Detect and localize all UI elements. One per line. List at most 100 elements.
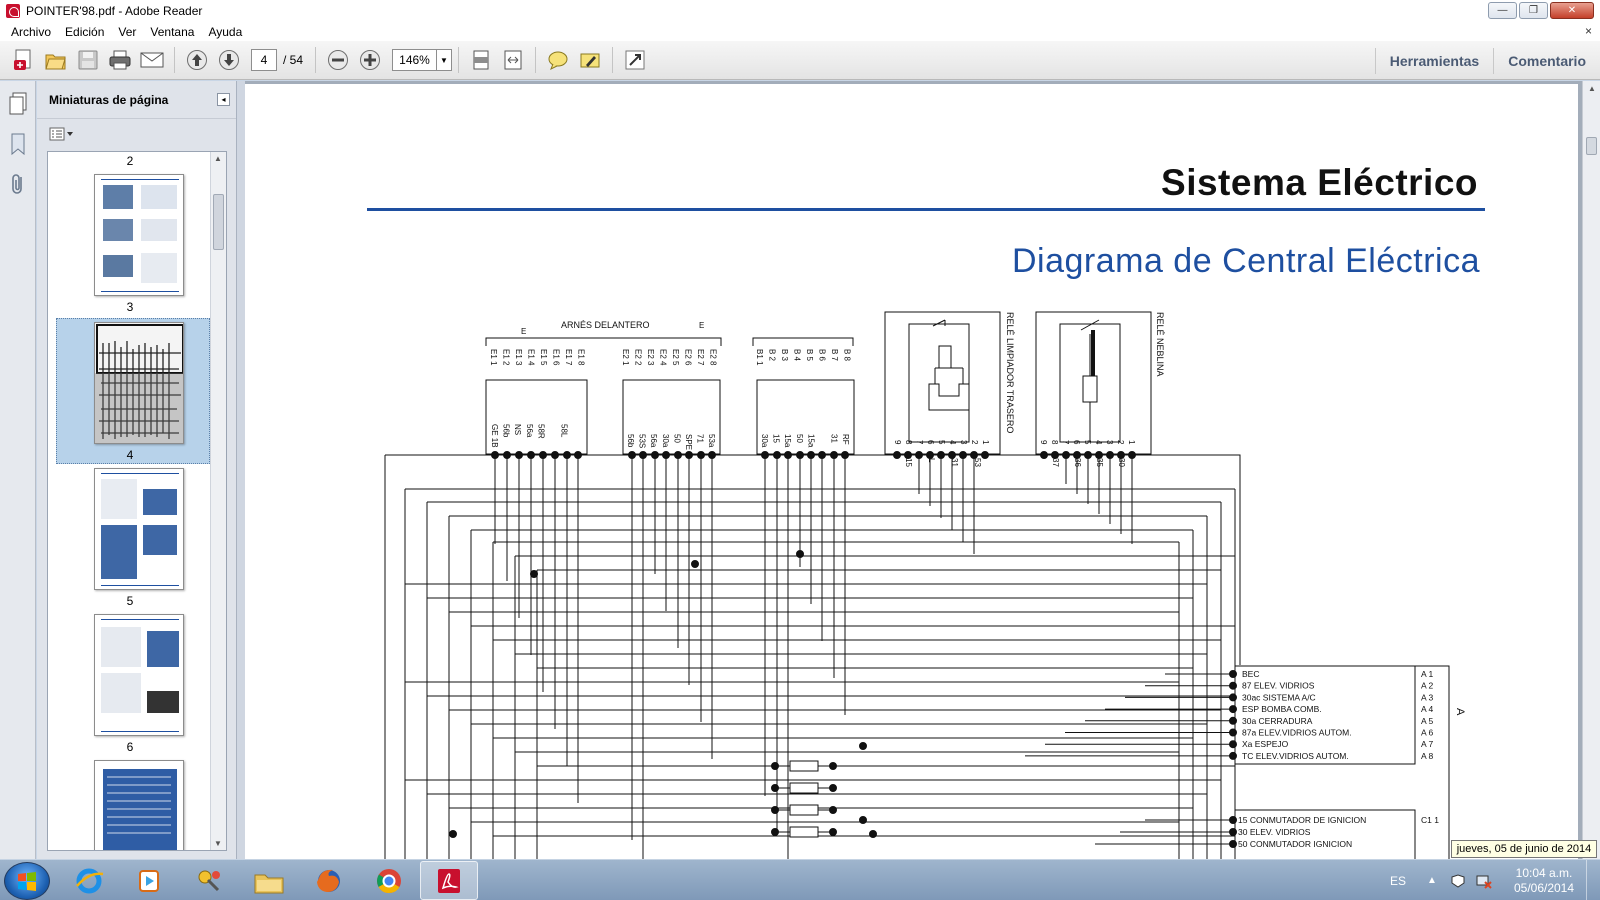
scrollbar-thumb[interactable] bbox=[1586, 137, 1597, 155]
page-number-input[interactable]: 4 bbox=[251, 49, 277, 71]
menu-bar: Archivo Edición Ver Ventana Ayuda × bbox=[0, 22, 1600, 41]
clock[interactable]: 10:04 a.m. 05/06/2014 bbox=[1502, 866, 1586, 896]
box-pin-label: 53 bbox=[973, 458, 982, 467]
print-icon[interactable] bbox=[107, 47, 133, 73]
open-icon[interactable] bbox=[43, 47, 69, 73]
bookmarks-icon[interactable] bbox=[6, 131, 30, 157]
attachments-icon[interactable] bbox=[6, 171, 30, 197]
zoom-level-input[interactable]: 146% bbox=[392, 49, 437, 71]
zoom-out-icon[interactable] bbox=[325, 47, 351, 73]
create-pdf-icon[interactable] bbox=[11, 47, 37, 73]
panel-splitter[interactable] bbox=[237, 81, 245, 859]
comment-button[interactable]: Comentario bbox=[1493, 47, 1600, 74]
fuse bbox=[789, 782, 819, 794]
box-pin-label: GE 1B bbox=[490, 424, 499, 448]
pin-label: E2 6 bbox=[684, 349, 693, 366]
document-scrollbar[interactable]: ▲ bbox=[1582, 81, 1600, 859]
fit-page-icon[interactable] bbox=[468, 47, 494, 73]
fuse-dot bbox=[771, 784, 779, 792]
show-hidden-icons-icon[interactable]: ▲ bbox=[1427, 875, 1437, 886]
zoom-dropdown-icon[interactable]: ▼ bbox=[436, 49, 453, 71]
email-icon[interactable] bbox=[139, 47, 165, 73]
pin-dot bbox=[893, 451, 901, 459]
close-button[interactable]: ✕ bbox=[1550, 2, 1594, 19]
box-pin-label: 3 bbox=[1105, 440, 1114, 445]
thumbnail-page-4[interactable] bbox=[94, 322, 184, 444]
restore-button[interactable]: ❐ bbox=[1519, 2, 1548, 19]
collapse-panel-icon[interactable]: ◂ bbox=[217, 93, 230, 106]
network-icon[interactable] bbox=[1476, 873, 1492, 889]
taskbar-explorer-icon[interactable] bbox=[240, 861, 298, 900]
tools-button[interactable]: Herramientas bbox=[1374, 47, 1494, 74]
system-tray: ES ▲ 10:04 a.m. 05/06/2014 bbox=[1390, 860, 1600, 900]
show-desktop-button[interactable] bbox=[1586, 860, 1600, 900]
fuse-dot bbox=[771, 828, 779, 836]
expand-view-icon[interactable] bbox=[622, 47, 648, 73]
language-indicator[interactable]: ES bbox=[1389, 873, 1406, 888]
thumbnail-page-7[interactable] bbox=[94, 760, 184, 850]
toolbar-right-links: Herramientas Comentario bbox=[1374, 41, 1600, 80]
menu-edicion[interactable]: Edición bbox=[65, 24, 105, 39]
thumbnail-page-3[interactable] bbox=[94, 174, 184, 296]
connector-c-row: 30 ELEV. VIDRIOS bbox=[1238, 827, 1311, 837]
comment-note-icon[interactable] bbox=[545, 47, 571, 73]
scroll-up-icon[interactable]: ▲ bbox=[1588, 84, 1596, 93]
menu-ventana[interactable]: Ventana bbox=[150, 24, 195, 39]
menu-archivo[interactable]: Archivo bbox=[11, 24, 52, 39]
zoom-in-icon[interactable] bbox=[357, 47, 383, 73]
page-thumbnails-icon[interactable] bbox=[6, 91, 30, 117]
pin-label: E1 4 bbox=[527, 349, 536, 366]
options-menu-icon[interactable] bbox=[49, 127, 73, 141]
start-button[interactable] bbox=[4, 862, 50, 900]
pin-dot bbox=[1040, 451, 1048, 459]
box-pin-label: 50 bbox=[672, 434, 681, 443]
scroll-down-icon[interactable]: ▼ bbox=[214, 839, 222, 848]
connector-a-row: 30ac SISTEMA A/C bbox=[1242, 692, 1316, 702]
taskbar-firefox-icon[interactable] bbox=[300, 861, 358, 900]
taskbar-chrome-icon[interactable] bbox=[360, 861, 418, 900]
menu-ayuda[interactable]: Ayuda bbox=[208, 24, 243, 39]
box-pin-label: 4 bbox=[948, 440, 957, 445]
connector-a-row: 87a ELEV.VIDRIOS AUTOM. bbox=[1242, 728, 1352, 738]
box-pin-label: 15 bbox=[772, 434, 781, 443]
harness-mark: E bbox=[699, 321, 704, 330]
thumbnail-scrollbar[interactable]: ▲ ▼ bbox=[210, 152, 226, 850]
action-center-icon[interactable] bbox=[1450, 873, 1466, 889]
connector-a-pin: A 6 bbox=[1421, 728, 1434, 738]
box-pin-label: 30 bbox=[1117, 458, 1126, 467]
box-pin-label: 8 bbox=[1050, 440, 1059, 445]
box-pin-label: 1 bbox=[1127, 440, 1136, 445]
thumbnail-list[interactable]: 2 3 bbox=[47, 151, 227, 851]
taskbar-media-player-icon[interactable] bbox=[120, 861, 178, 900]
box-pin-label: 15a bbox=[806, 434, 815, 448]
save-icon[interactable] bbox=[75, 47, 101, 73]
close-document-icon[interactable]: × bbox=[1584, 24, 1592, 38]
taskbar-ie-icon[interactable] bbox=[60, 861, 118, 900]
next-page-icon[interactable] bbox=[216, 47, 242, 73]
previous-page-icon[interactable] bbox=[184, 47, 210, 73]
pin-label: E1 5 bbox=[539, 349, 548, 366]
document-viewport[interactable]: Sistema Eléctrico Diagrama de Central El… bbox=[245, 81, 1600, 884]
taskbar-adobe-reader-icon[interactable] bbox=[420, 861, 478, 900]
connector-a-pin: A 5 bbox=[1421, 716, 1434, 726]
highlight-icon[interactable] bbox=[577, 47, 603, 73]
thumbnail-page-5[interactable] bbox=[94, 468, 184, 590]
taskbar-utility-icon[interactable] bbox=[180, 861, 238, 900]
connector-a-pin: A 8 bbox=[1421, 751, 1434, 761]
thumbnail-options bbox=[37, 119, 236, 149]
box-pin-label: 35 bbox=[1095, 458, 1104, 467]
thumbnail-page-6[interactable] bbox=[94, 614, 184, 736]
fit-width-icon[interactable] bbox=[500, 47, 526, 73]
toolbar-separator bbox=[315, 47, 317, 73]
scroll-up-icon[interactable]: ▲ bbox=[214, 154, 222, 163]
connector-a-row: 30a CERRADURA bbox=[1242, 716, 1313, 726]
window-title: POINTER'98.pdf - Adobe Reader bbox=[26, 4, 203, 18]
scrollbar-thumb[interactable] bbox=[213, 194, 224, 250]
menu-ver[interactable]: Ver bbox=[118, 24, 137, 39]
pin-label: E1 6 bbox=[552, 349, 561, 366]
pin-dot bbox=[981, 451, 989, 459]
box-pin-label: 30a bbox=[760, 434, 769, 448]
pin-label: B 4 bbox=[793, 349, 802, 362]
harness-label: ARNÉS DELANTERO bbox=[561, 320, 650, 330]
minimize-button[interactable]: — bbox=[1488, 2, 1517, 19]
